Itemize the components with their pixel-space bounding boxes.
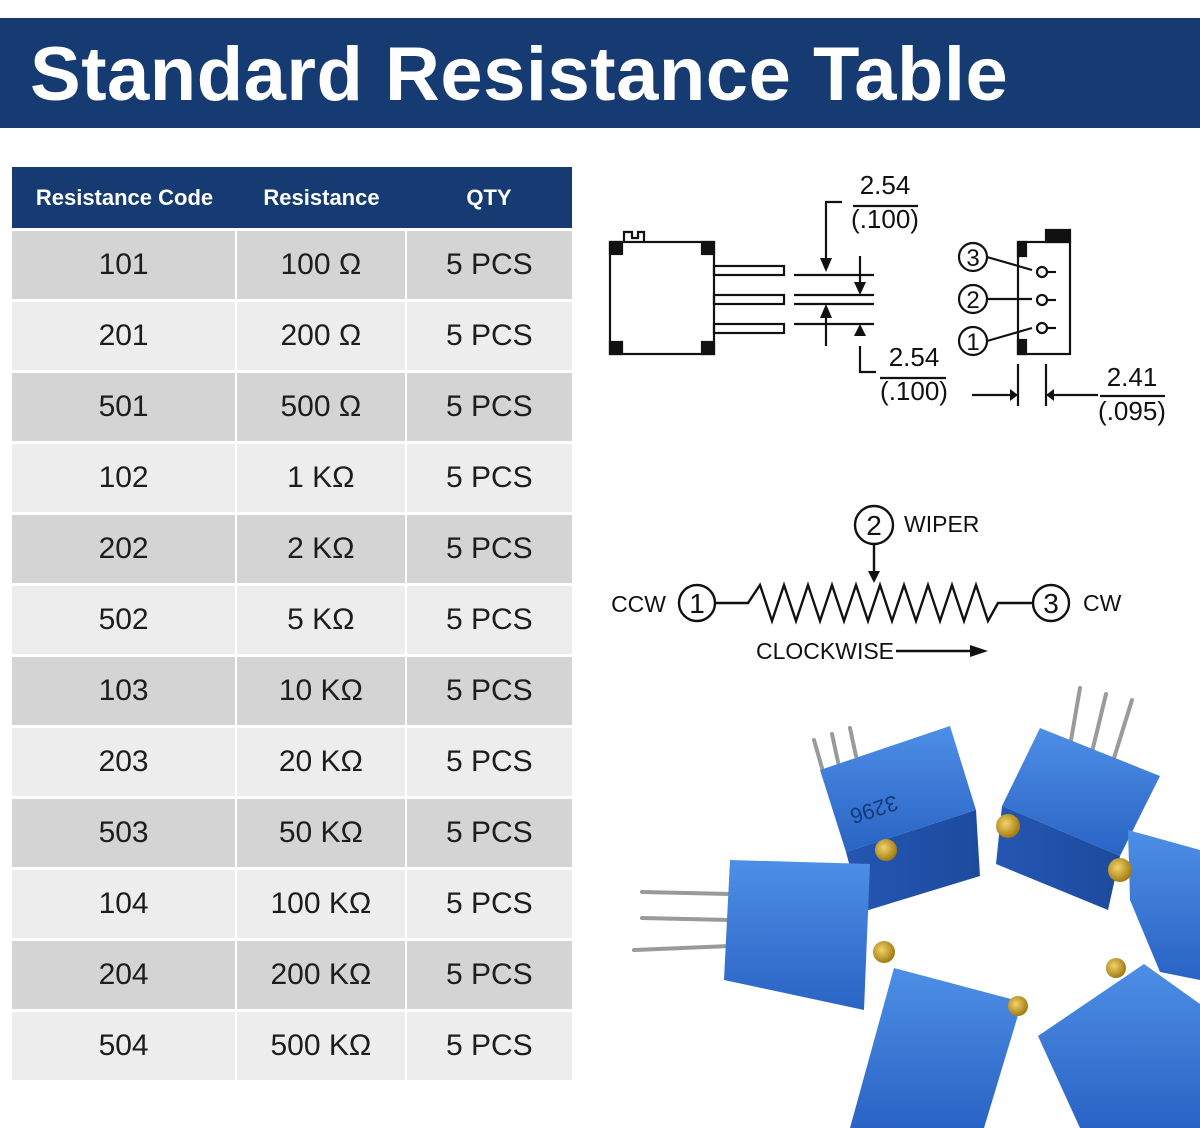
cell-code: 203 (12, 728, 236, 796)
cell-qty: 5 PCS (406, 1012, 572, 1080)
wiper-number: 2 (866, 510, 882, 541)
pin-label-1: 1 (966, 329, 979, 356)
resistor-zigzag (715, 581, 1033, 625)
cell-resistance: 1 KΩ (237, 444, 405, 512)
cell-qty: 5 PCS (406, 373, 572, 441)
cell-resistance: 2 KΩ (237, 515, 405, 583)
pin-label-2: 2 (966, 287, 979, 314)
cell-code: 504 (12, 1012, 236, 1080)
table-header: Resistance Code Resistance QTY (12, 167, 572, 228)
cw-number: 3 (1043, 588, 1059, 619)
cell-qty: 5 PCS (406, 586, 572, 654)
cell-resistance: 5 KΩ (237, 586, 405, 654)
cell-code: 104 (12, 870, 236, 938)
cell-qty: 5 PCS (406, 302, 572, 370)
column-header-code: Resistance Code (35, 184, 214, 210)
ccw-number: 1 (689, 588, 705, 619)
cell-resistance: 20 KΩ (237, 728, 405, 796)
cell-resistance: 200 KΩ (237, 941, 405, 1009)
cell-resistance: 10 KΩ (237, 657, 405, 725)
cell-code: 103 (12, 657, 236, 725)
direction-label: CLOCKWISE (756, 638, 894, 664)
trimmer-bottom-right (1038, 958, 1200, 1128)
pin-label-3: 3 (966, 245, 979, 272)
pin-middle (712, 293, 786, 306)
cell-code: 102 (12, 444, 236, 512)
pitch-bottom-in: (.100) (880, 376, 948, 406)
pitch-bottom-mm: 2.54 (889, 342, 940, 372)
wiper-label: WIPER (904, 511, 979, 537)
cell-qty: 5 PCS (406, 870, 572, 938)
column-header-qty: QTY (466, 184, 512, 210)
cell-code: 201 (12, 302, 236, 370)
cell-qty: 5 PCS (406, 515, 572, 583)
pitch-top-in: (.100) (851, 204, 919, 234)
trimmer-left (724, 860, 895, 1010)
cell-resistance: 50 KΩ (237, 799, 405, 867)
cell-code: 101 (12, 231, 236, 299)
cell-code: 502 (12, 586, 236, 654)
trimmer-top-right (996, 728, 1160, 910)
cell-resistance: 500 Ω (237, 373, 405, 441)
cell-qty: 5 PCS (406, 941, 572, 1009)
product-photo: 3296 (632, 686, 1200, 1128)
cell-resistance: 200 Ω (237, 302, 405, 370)
dimension-drawing: 2.54 (.100) 2.54 (.100) 2.41 (.095) 3 2 … (608, 170, 1166, 426)
page-title: Standard Resistance Table (30, 32, 1009, 117)
cell-qty: 5 PCS (406, 444, 572, 512)
width-in: (.095) (1098, 396, 1166, 426)
trimmer-right (1108, 830, 1200, 980)
potentiometer-schematic: 2 WIPER 1 CCW 3 CW CLOCKWISE (611, 504, 1122, 664)
cell-qty: 5 PCS (406, 231, 572, 299)
cell-resistance: 100 KΩ (237, 870, 405, 938)
cell-qty: 5 PCS (406, 728, 572, 796)
pin-bottom (712, 322, 786, 335)
width-mm: 2.41 (1107, 362, 1158, 392)
trimmer-body-outline (608, 240, 716, 356)
cell-code: 202 (12, 515, 236, 583)
cell-code: 204 (12, 941, 236, 1009)
cell-qty: 5 PCS (406, 657, 572, 725)
title-banner: Standard Resistance Table (0, 18, 1200, 128)
trimmer-top-left: 3296 (820, 726, 980, 912)
trimmer-bottom-center (850, 968, 1028, 1128)
pitch-top-mm: 2.54 (860, 170, 911, 200)
cell-code: 503 (12, 799, 236, 867)
cell-resistance: 500 KΩ (237, 1012, 405, 1080)
cell-qty: 5 PCS (406, 799, 572, 867)
column-header-resistance: Resistance (263, 184, 380, 210)
ccw-label: CCW (611, 591, 666, 617)
cw-label: CW (1083, 590, 1122, 616)
cell-code: 501 (12, 373, 236, 441)
cell-resistance: 100 Ω (237, 231, 405, 299)
pin-top (712, 264, 786, 277)
